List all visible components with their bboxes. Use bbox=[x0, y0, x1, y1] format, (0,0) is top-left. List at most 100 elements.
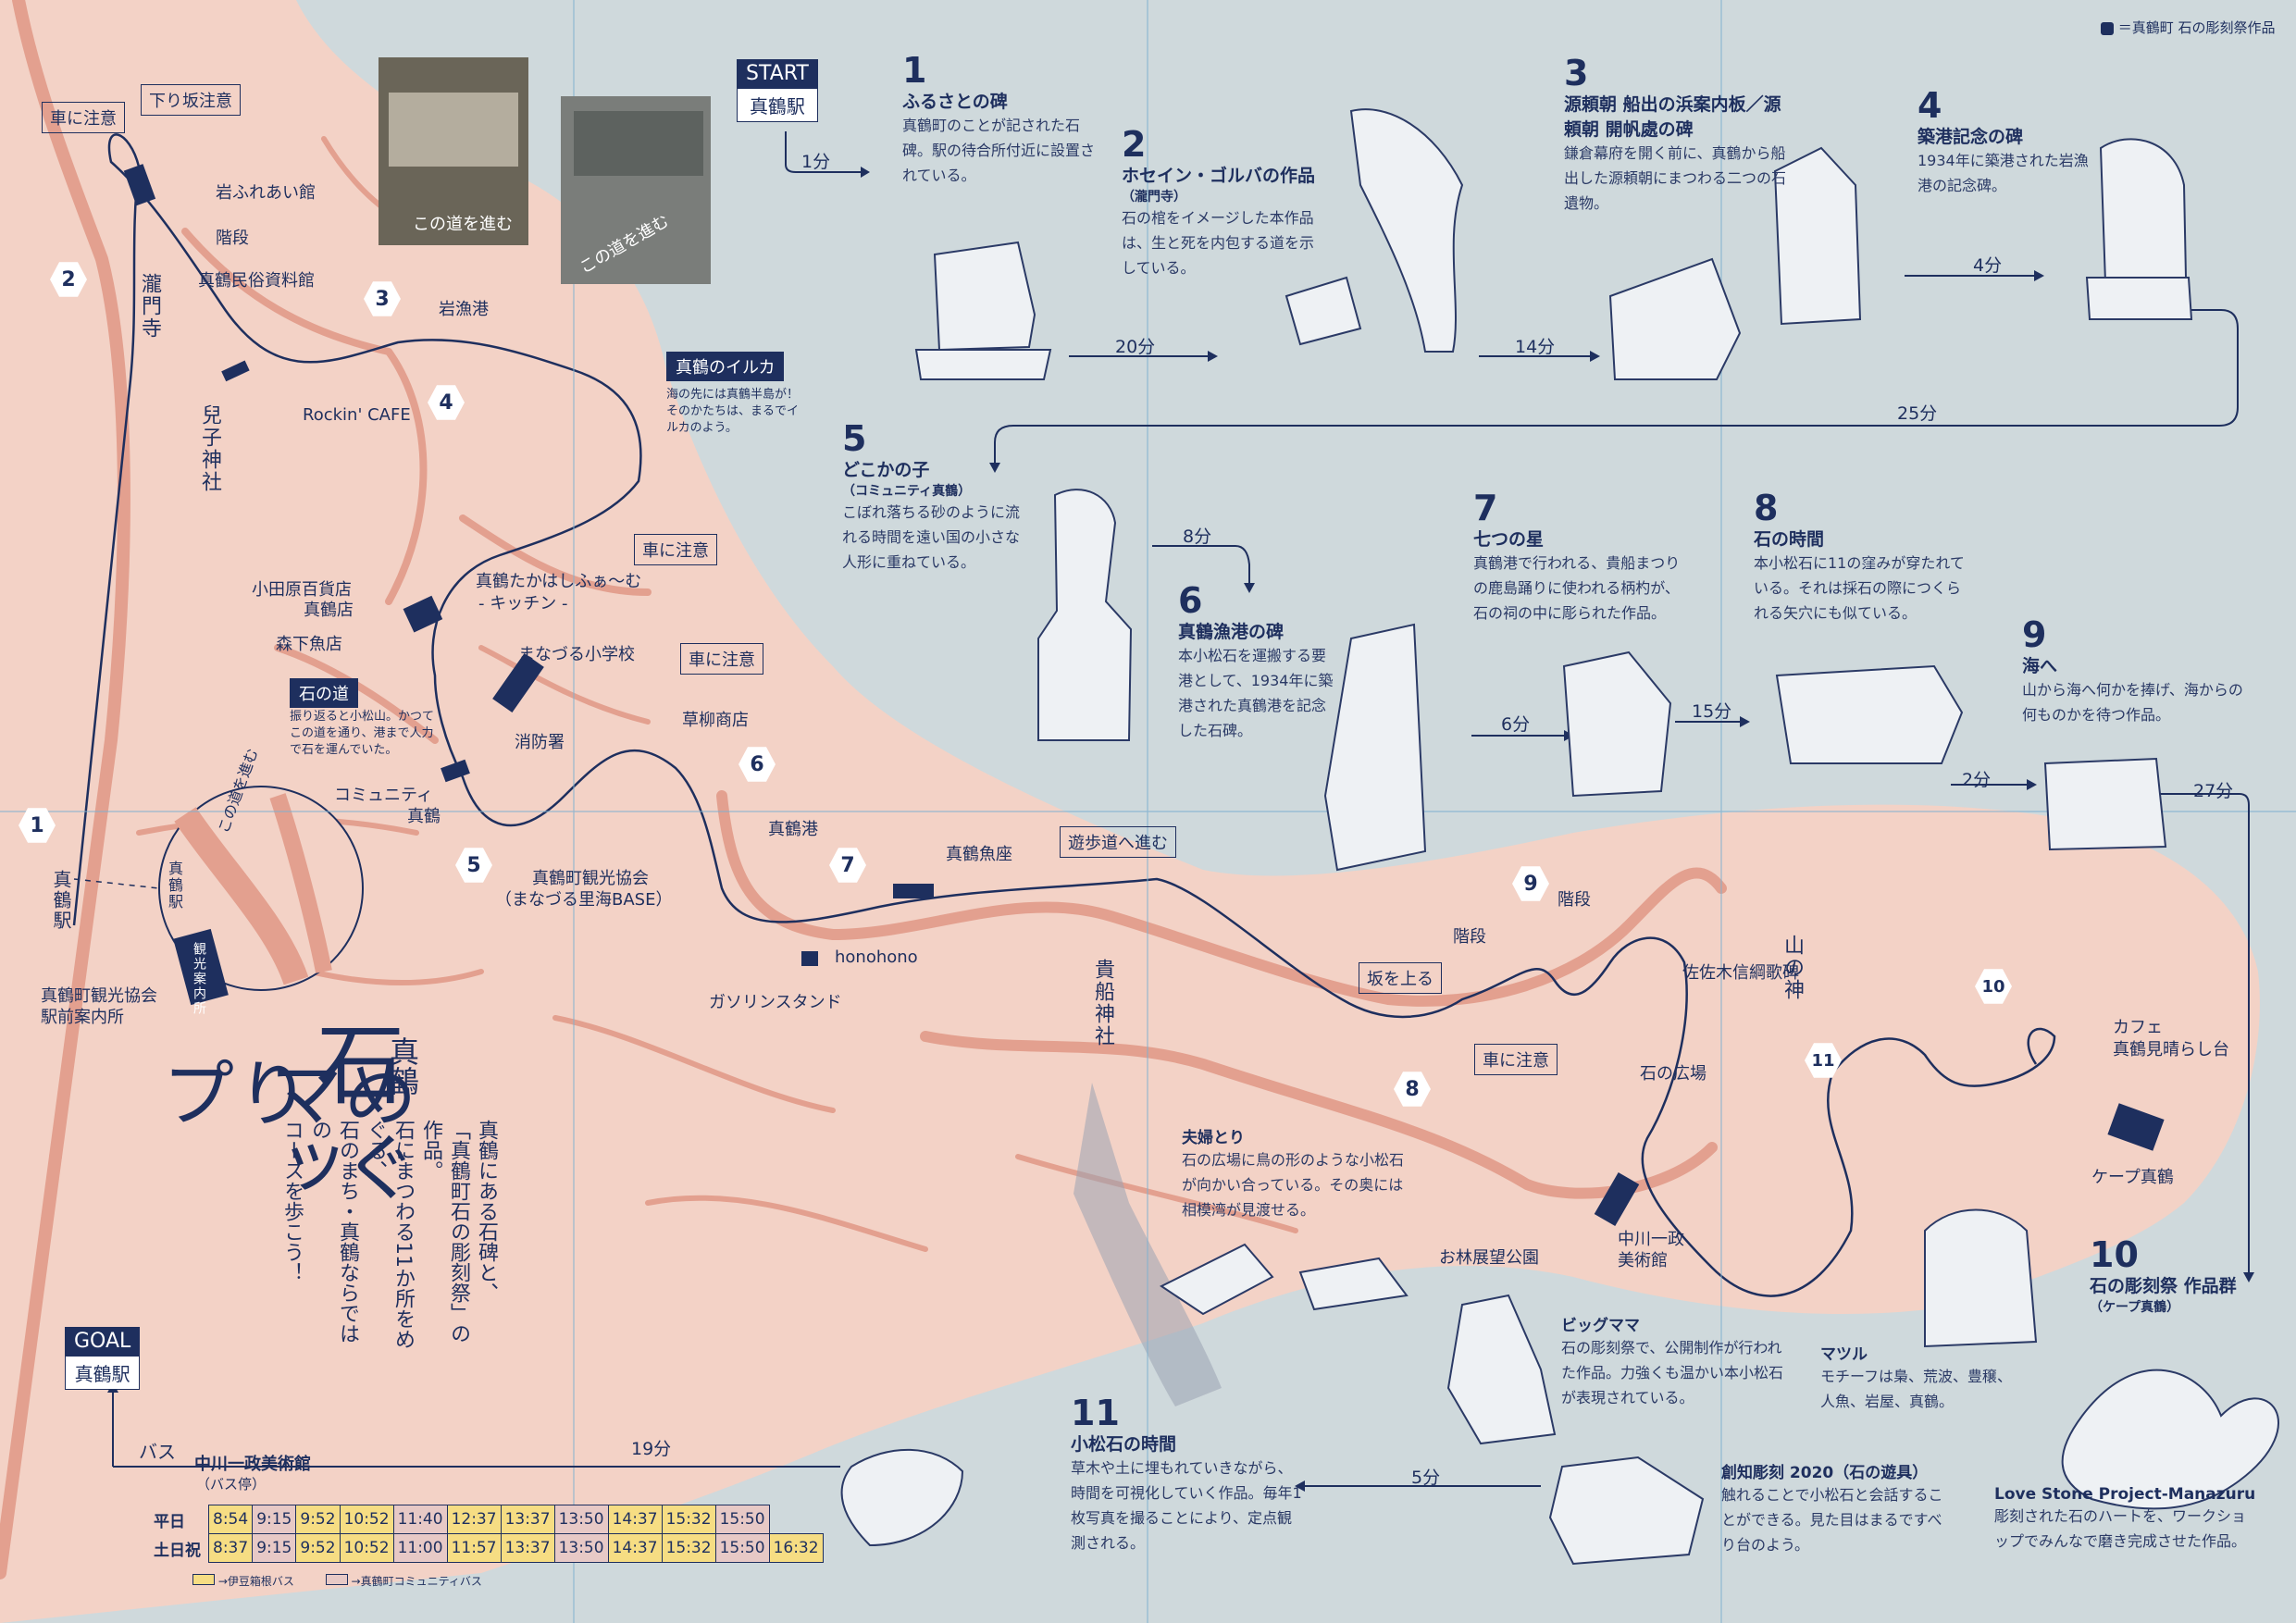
label-iwa-port: 岩漁港 bbox=[439, 300, 489, 319]
bus-mode: バス bbox=[139, 1441, 176, 1463]
label-kitchen: - キッチン - bbox=[478, 594, 568, 613]
map-marker-2: 2 bbox=[50, 262, 87, 297]
stop-card-5: 5 どこかの子 （コミュニティ真鶴） こぼれ落ちる砂のように流れる時間を遠い国の… bbox=[842, 421, 1027, 575]
stop-desc: 本小松石に11の窪みが穿たれている。それは採石の際につくられる矢穴にも似ている。 bbox=[1754, 554, 1965, 622]
stop-desc: 真鶴町のことが記された石碑。駅の待合所付近に設置されている。 bbox=[902, 117, 1096, 184]
label-kibune-shrine: 貴船神社 bbox=[1091, 959, 1114, 1047]
stone-drawing-3 bbox=[1608, 257, 1742, 380]
stop-title: 小松石の時間 bbox=[1071, 1434, 1177, 1455]
legend-swatch-yellow bbox=[192, 1574, 215, 1585]
stop-number: 5 bbox=[842, 418, 867, 459]
bus-time: 8:37 bbox=[207, 1533, 254, 1563]
label-port: 真鶴港 bbox=[768, 820, 818, 839]
title-main-2: めぐり bbox=[224, 1055, 417, 1203]
arrow-start-1 bbox=[785, 131, 861, 173]
caution-slope: 下り坂注意 bbox=[141, 84, 241, 116]
stop-sub: （コミュニティ真鶴） bbox=[842, 484, 972, 499]
bus-time: 15:32 bbox=[661, 1533, 716, 1563]
time-label: 6分 bbox=[1501, 714, 1531, 735]
title-place: 真鶴 bbox=[385, 1036, 420, 1096]
stone-drawing-1 bbox=[933, 241, 1036, 352]
coastal-road bbox=[716, 790, 1727, 1007]
stop-desc: こぼれ落ちる砂のように流れる時間を遠い国の小さな人形に重ねている。 bbox=[842, 503, 1021, 571]
intro-line-4: 石のまち・真鶴ならではの bbox=[308, 1120, 359, 1344]
map-marker-7: 7 bbox=[829, 848, 866, 883]
time-label: 25分 bbox=[1897, 403, 1938, 424]
label-takahashi: 真鶴たかはしふぁ～む bbox=[476, 572, 642, 591]
work-bigmama: ビッグママ 石の彫刻祭で、公開制作が行われた作品。力強くも温かい本小松石が表現さ… bbox=[1561, 1312, 1783, 1410]
label-community-2: 真鶴 bbox=[407, 807, 441, 826]
caution-car-4: 車に注意 bbox=[1474, 1044, 1558, 1075]
label-temple: 瀧門寺 bbox=[138, 273, 161, 340]
stone-drawing-7 bbox=[1562, 650, 1672, 798]
legend-pink: →真鶴町コミュニティバス bbox=[351, 1575, 482, 1588]
main-road-2 bbox=[0, 1150, 62, 1580]
time-label: 2分 bbox=[1962, 770, 1992, 790]
label-fire-station: 消防署 bbox=[515, 733, 565, 752]
start-station: 真鶴駅 bbox=[737, 88, 818, 122]
label-honohono: honohono bbox=[835, 948, 918, 967]
sign-slope-up: 坂を上る bbox=[1359, 962, 1442, 994]
bus-time: 14:37 bbox=[607, 1505, 663, 1534]
label-gyoza: 真鶴魚座 bbox=[946, 845, 1012, 864]
stop-title: 七つの星 bbox=[1473, 529, 1545, 550]
stone-road-desc: 振り返ると小松山。かつてこの道を通り、港まで人力で石を運んでいた。 bbox=[290, 710, 435, 757]
work-desc: モチーフは梟、荒波、豊穣、人魚、岩屋、真鶴。 bbox=[1820, 1368, 2013, 1410]
bus-time: 13:50 bbox=[553, 1533, 609, 1563]
work-desc: 石の広場に鳥の形のような小松石が向かい合っている。その奥には相模湾が見渡せる。 bbox=[1182, 1151, 1405, 1219]
label-school: まなづる小学校 bbox=[518, 645, 635, 664]
intro-line-2: 「真鶴町石の彫刻祭」の作品。 bbox=[419, 1120, 470, 1344]
stop-desc: 石の棺をイメージした本作品は、生と死を内包する道を示している。 bbox=[1122, 209, 1315, 277]
inset-station-label: 真鶴駅 bbox=[166, 861, 183, 911]
bus-legend: →伊豆箱根バス →真鶴町コミュニティバス bbox=[192, 1573, 482, 1589]
stop-desc: 鎌倉幕府を開く前に、真鶴から船出した源頼朝にまつわる二つの石遺物。 bbox=[1564, 144, 1787, 212]
label-manazuru-store: 真鶴店 bbox=[304, 601, 354, 620]
stone-drawing-matsuru bbox=[1924, 1208, 2038, 1348]
inner-road bbox=[920, 1031, 1718, 1199]
time-label: 5分 bbox=[1411, 1468, 1441, 1488]
work-title: 夫婦とり bbox=[1182, 1129, 1245, 1147]
stop-number: 9 bbox=[2022, 614, 2047, 655]
bus-stop-name: 中川一政美術館 bbox=[194, 1455, 311, 1474]
work-fufu: 夫婦とり 石の広場に鳥の形のような小松石が向かい合っている。その奥には相模湾が見… bbox=[1182, 1124, 1404, 1222]
stop-card-11: 11 小松石の時間 草木や土に埋もれていきながら、時間を可視化していく作品。毎年… bbox=[1071, 1395, 1302, 1555]
work-lovestone: Love Stone Project-Manazuru 彫刻された石のハートを、… bbox=[1994, 1485, 2255, 1554]
stop-card-9: 9 海へ 山から海へ何かを捧げ、海からの何ものかを待つ作品。 bbox=[2022, 617, 2244, 727]
row-label: 平日 bbox=[154, 1512, 185, 1531]
main-road-1 bbox=[12, 0, 130, 1163]
start-label: START bbox=[737, 59, 818, 88]
legend-yellow: →伊豆箱根バス bbox=[217, 1575, 294, 1588]
work-desc: 彫刻された石のハートを、ワークショップでみんなで磨き完成させた作品。 bbox=[1994, 1507, 2247, 1550]
bus-time: 11:40 bbox=[392, 1505, 448, 1534]
stone-drawing-4 bbox=[2099, 138, 2188, 284]
stop-desc: 山から海へ何かを捧げ、海からの何ものかを待つ作品。 bbox=[2022, 681, 2243, 724]
work-desc: 触れることで小松石と会話することができる。見た目はまるですべり台のよう。 bbox=[1721, 1486, 1943, 1554]
label-community: コミュニティ bbox=[334, 786, 433, 805]
label-sasaki-monument: 佐佐木信綱歌碑 bbox=[1682, 963, 1799, 983]
intro-line-1: 真鶴にある石碑と、 bbox=[475, 1120, 498, 1303]
label-folk-museum: 真鶴民俗資料館 bbox=[198, 271, 315, 291]
legend: ＝真鶴町 石の彫刻祭作品 bbox=[2101, 18, 2276, 37]
stop-desc: 真鶴港で行われる、貴船まつりの鹿島踊りに使われる柄杓が、石の祠の中に彫られた作品… bbox=[1473, 554, 1681, 622]
stone-drawing-2 bbox=[1285, 276, 1362, 346]
caution-car-1: 車に注意 bbox=[42, 102, 125, 133]
map-marker-10: 10 bbox=[1975, 969, 2012, 1004]
stop-card-8: 8 石の時間 本小松石に11の窪みが穿たれている。それは採石の際につくられる矢穴… bbox=[1754, 490, 1967, 626]
stop-card-2: 2 ホセイン・ゴルバの作品 （瀧門寺） 石の棺をイメージした本作品は、生と死を内… bbox=[1122, 127, 1316, 280]
stop-card-4: 4 築港記念の碑 1934年に築港された岩漁港の記念碑。 bbox=[1917, 88, 2093, 198]
stop-number: 8 bbox=[1754, 488, 1779, 528]
bus-stop-sub: （バス停） bbox=[196, 1476, 267, 1493]
stop-number: 7 bbox=[1473, 488, 1498, 528]
bus-time: 9:15 bbox=[252, 1505, 297, 1534]
bus-time: 9:52 bbox=[295, 1533, 341, 1563]
title-main-3: マップ bbox=[150, 1055, 343, 1203]
stone-drawing-9 bbox=[2043, 757, 2167, 851]
bus-time: 15:50 bbox=[714, 1533, 770, 1563]
time-label: 8分 bbox=[1183, 527, 1212, 547]
stop-desc: 草木や土に埋もれていきながら、時間を可視化していく作品。毎年1枚写真を撮ることに… bbox=[1071, 1459, 1302, 1552]
stop-card-7: 7 七つの星 真鶴港で行われる、貴船まつりの鹿島踊りに使われる柄杓が、石の祠の中… bbox=[1473, 490, 1686, 626]
stone-drawing-bigmama bbox=[1446, 1294, 1557, 1445]
